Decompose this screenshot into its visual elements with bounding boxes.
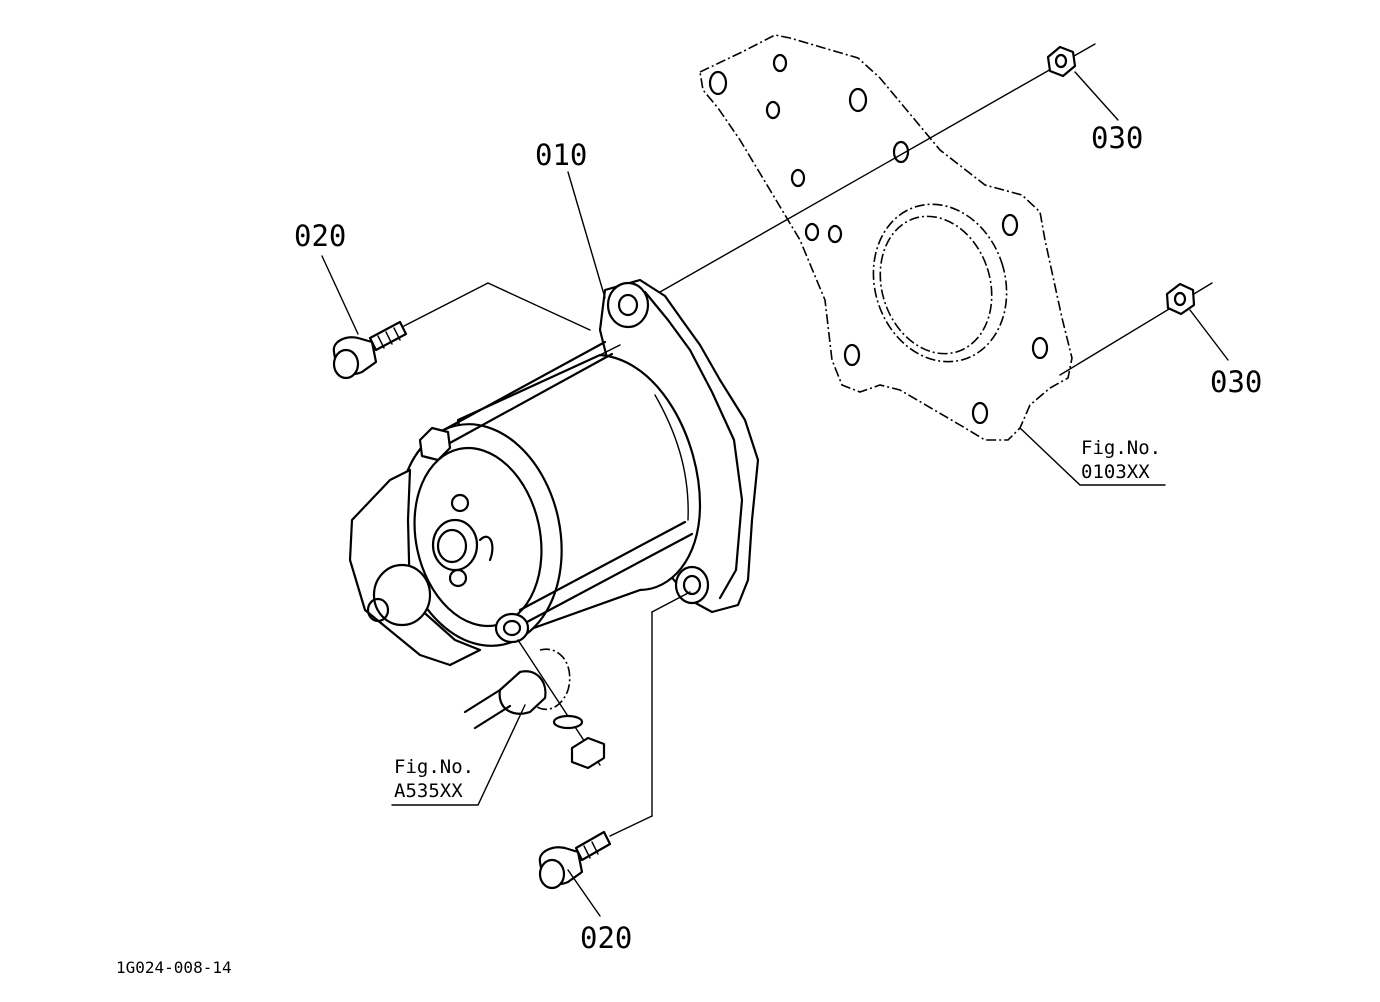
stud-axis-upper <box>659 43 1096 293</box>
callout-bolt-lower: 020 <box>580 921 633 955</box>
bolt-upper <box>332 282 591 380</box>
starter-motor <box>348 340 702 667</box>
callout-nut-upper: 030 <box>1091 121 1144 155</box>
nut-lower <box>1165 282 1196 316</box>
housing-plate <box>699 34 1073 441</box>
nut-upper <box>1046 45 1077 78</box>
callout-nut-lower: 030 <box>1210 365 1263 399</box>
leader-lines <box>321 71 1229 917</box>
callout-starter: 010 <box>535 138 588 172</box>
callout-bolt-upper: 020 <box>294 219 347 253</box>
fig-ref-cable: Fig.No. A535XX <box>394 756 474 804</box>
fig-ref-cable-line2: A535XX <box>394 779 463 802</box>
fig-ref-plate-line2: 0103XX <box>1081 460 1150 483</box>
bolt-lower <box>538 591 691 890</box>
fig-ref-plate: Fig.No. 0103XX <box>1081 437 1161 485</box>
fig-ref-cable-line1: Fig.No. <box>394 756 475 778</box>
cable-terminal <box>463 639 606 770</box>
fig-ref-plate-line1: Fig.No. <box>1081 437 1162 459</box>
drawing-code: 1G024-008-14 <box>116 958 232 977</box>
